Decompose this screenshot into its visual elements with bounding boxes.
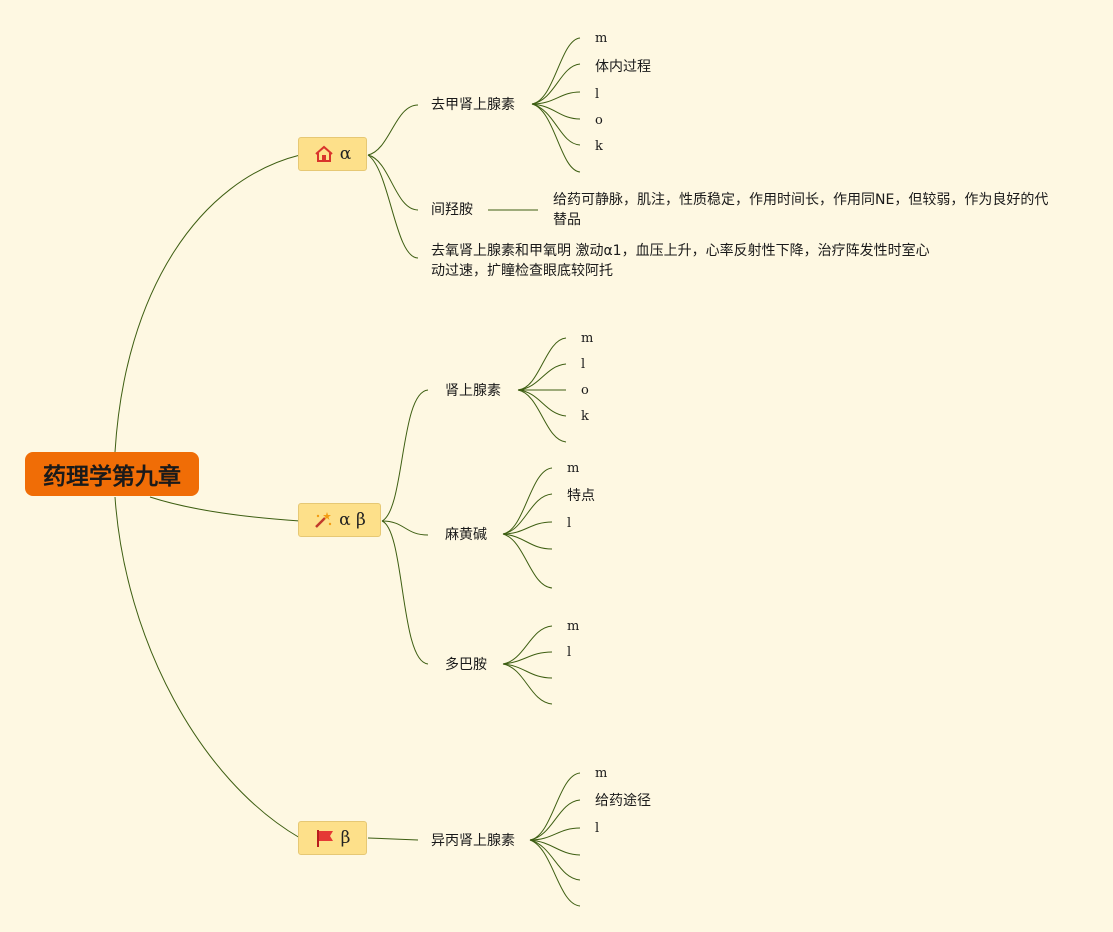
link-iso-leaf-5 — [529, 839, 581, 881]
red-flag-icon — [315, 828, 335, 848]
leaf-ne-o[interactable]: o — [595, 113, 603, 128]
link-ab-epi — [381, 389, 429, 522]
link-ne-leaf-2 — [531, 63, 581, 105]
link-epi-leaf-5 — [517, 389, 567, 443]
link-dop-leaf-1 — [502, 625, 553, 665]
note-metaraminol[interactable]: 给药可静脉，肌注，性质稳定，作用时间长，作用同NE，但较弱，作为良好的代替品 — [553, 192, 1049, 228]
home-icon — [314, 144, 334, 164]
link-eph-leaf-3 — [502, 521, 553, 535]
link-root-alpha — [114, 154, 301, 453]
link-alpha-ne — [367, 104, 419, 156]
leaf-iso-l[interactable]: l — [595, 821, 600, 836]
leaf-eph-features[interactable]: 特点 — [567, 488, 595, 504]
link-ne-leaf-3 — [531, 91, 581, 105]
topic-metaraminol[interactable]: 间羟胺 — [431, 202, 473, 218]
topic-alpha-label: α — [339, 144, 352, 164]
link-dop-leaf-4 — [502, 663, 553, 705]
leaf-epi-m[interactable]: m — [581, 331, 594, 346]
topic-alpha[interactable]: α — [298, 137, 367, 171]
link-beta-iso — [367, 837, 419, 841]
link-ne-leaf-4 — [531, 103, 581, 120]
leaf-dop-l[interactable]: l — [567, 645, 572, 660]
link-ab-dopamine — [381, 520, 429, 665]
link-eph-leaf-5 — [502, 533, 553, 589]
link-alpha-phenylephrine — [367, 154, 419, 259]
leaf-ne-m[interactable]: m — [595, 31, 608, 46]
topic-phenylephrine-methoxamine[interactable]: 去氧肾上腺素和甲氧明 激动α1，血压上升，心率反射性下降，治疗阵发性时室心动过速… — [431, 243, 930, 279]
link-dop-leaf-2 — [502, 651, 553, 665]
link-eph-leaf-1 — [502, 467, 553, 535]
link-epi-leaf-2 — [517, 363, 567, 391]
leaf-iso-m[interactable]: m — [595, 766, 608, 781]
leaf-ne-l[interactable]: l — [595, 87, 600, 102]
link-ne-leaf-1 — [531, 37, 581, 105]
leaf-eph-m[interactable]: m — [567, 461, 580, 476]
leaf-eph-l[interactable]: l — [567, 516, 572, 531]
link-ne-leaf-6 — [531, 103, 581, 173]
root-label: 药理学第九章 — [43, 464, 181, 490]
link-iso-leaf-2 — [529, 799, 581, 841]
link-alpha-metaraminol — [367, 154, 419, 211]
topic-epinephrine[interactable]: 肾上腺素 — [445, 383, 501, 399]
topic-norepinephrine[interactable]: 去甲肾上腺素 — [431, 97, 515, 113]
link-ab-ephedrine — [381, 520, 429, 536]
topic-alpha-beta-label: α β — [339, 510, 366, 530]
link-root-beta — [114, 496, 301, 839]
link-eph-leaf-4 — [502, 533, 553, 550]
leaf-dop-m[interactable]: m — [567, 619, 580, 634]
link-root-alphabeta — [149, 496, 301, 522]
root-topic[interactable]: 药理学第九章 — [25, 452, 199, 496]
link-iso-leaf-3 — [529, 827, 581, 841]
topic-ephedrine[interactable]: 麻黄碱 — [445, 527, 487, 543]
link-ne-leaf-5 — [531, 103, 581, 146]
leaf-epi-o[interactable]: o — [581, 383, 589, 398]
leaf-ne-k[interactable]: k — [595, 139, 603, 154]
leaf-epi-l[interactable]: l — [581, 357, 586, 372]
topic-beta-label: β — [340, 828, 351, 848]
link-epi-leaf-1 — [517, 337, 567, 391]
topic-dopamine[interactable]: 多巴胺 — [445, 657, 487, 673]
link-iso-leaf-4 — [529, 839, 581, 856]
magic-wand-icon — [313, 510, 333, 530]
link-epi-leaf-4 — [517, 389, 567, 417]
leaf-iso-route[interactable]: 给药途径 — [595, 793, 651, 809]
leaf-ne-pharmacokinetics[interactable]: 体内过程 — [595, 59, 651, 75]
topic-beta[interactable]: β — [298, 821, 367, 855]
link-iso-leaf-6 — [529, 839, 581, 907]
topic-isoprenaline[interactable]: 异丙肾上腺素 — [431, 833, 515, 849]
topic-alpha-beta[interactable]: α β — [298, 503, 381, 537]
link-eph-leaf-2 — [502, 493, 553, 535]
link-iso-leaf-1 — [529, 772, 581, 841]
link-dop-leaf-3 — [502, 663, 553, 679]
leaf-epi-k[interactable]: k — [581, 409, 589, 424]
